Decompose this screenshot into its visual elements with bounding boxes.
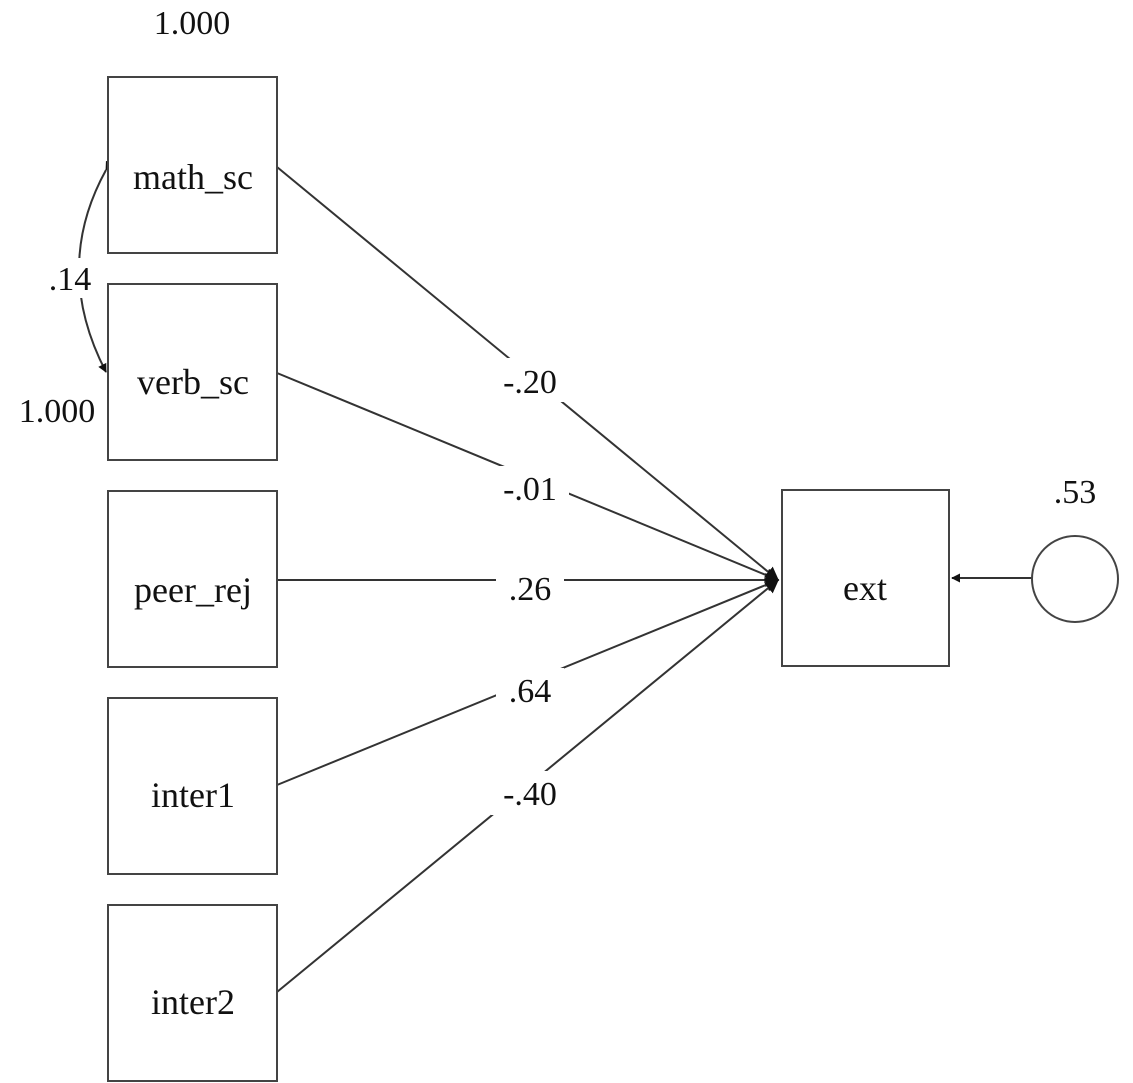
covariance-bg <box>38 258 98 298</box>
box-inter2 <box>107 904 278 1082</box>
variance-math_sc: 1.000 <box>154 5 231 42</box>
coef-verb_sc: -.01 <box>503 471 557 508</box>
label-peer_rej: peer_rej <box>134 570 252 610</box>
residual-circle <box>1031 535 1119 623</box>
covariance-label: .14 <box>49 261 92 298</box>
label-ext: ext <box>843 568 887 608</box>
variance-residual: .53 <box>1054 474 1097 511</box>
coef-bg-verb_sc <box>491 466 569 510</box>
label-verb_sc: verb_sc <box>137 362 249 402</box>
coef-bg-inter1 <box>496 668 564 712</box>
label-math_sc: math_sc <box>133 157 253 197</box>
coef-inter2: -.40 <box>503 776 557 813</box>
coef-bg-peer_rej <box>496 566 564 610</box>
box-math_sc <box>107 76 278 254</box>
coef-bg-inter2 <box>491 771 569 815</box>
box-peer_rej <box>107 490 278 668</box>
coef-peer_rej: .26 <box>509 571 552 608</box>
label-inter1: inter1 <box>151 775 235 815</box>
box-inter1 <box>107 697 278 875</box>
coef-math_sc: -.20 <box>503 364 557 401</box>
label-inter2: inter2 <box>151 982 235 1022</box>
box-ext <box>781 489 950 667</box>
coef-inter1: .64 <box>509 673 552 710</box>
box-verb_sc <box>107 283 278 461</box>
coef-bg-math_sc <box>491 358 569 402</box>
variance-verb_sc: 1.000 <box>19 393 96 430</box>
